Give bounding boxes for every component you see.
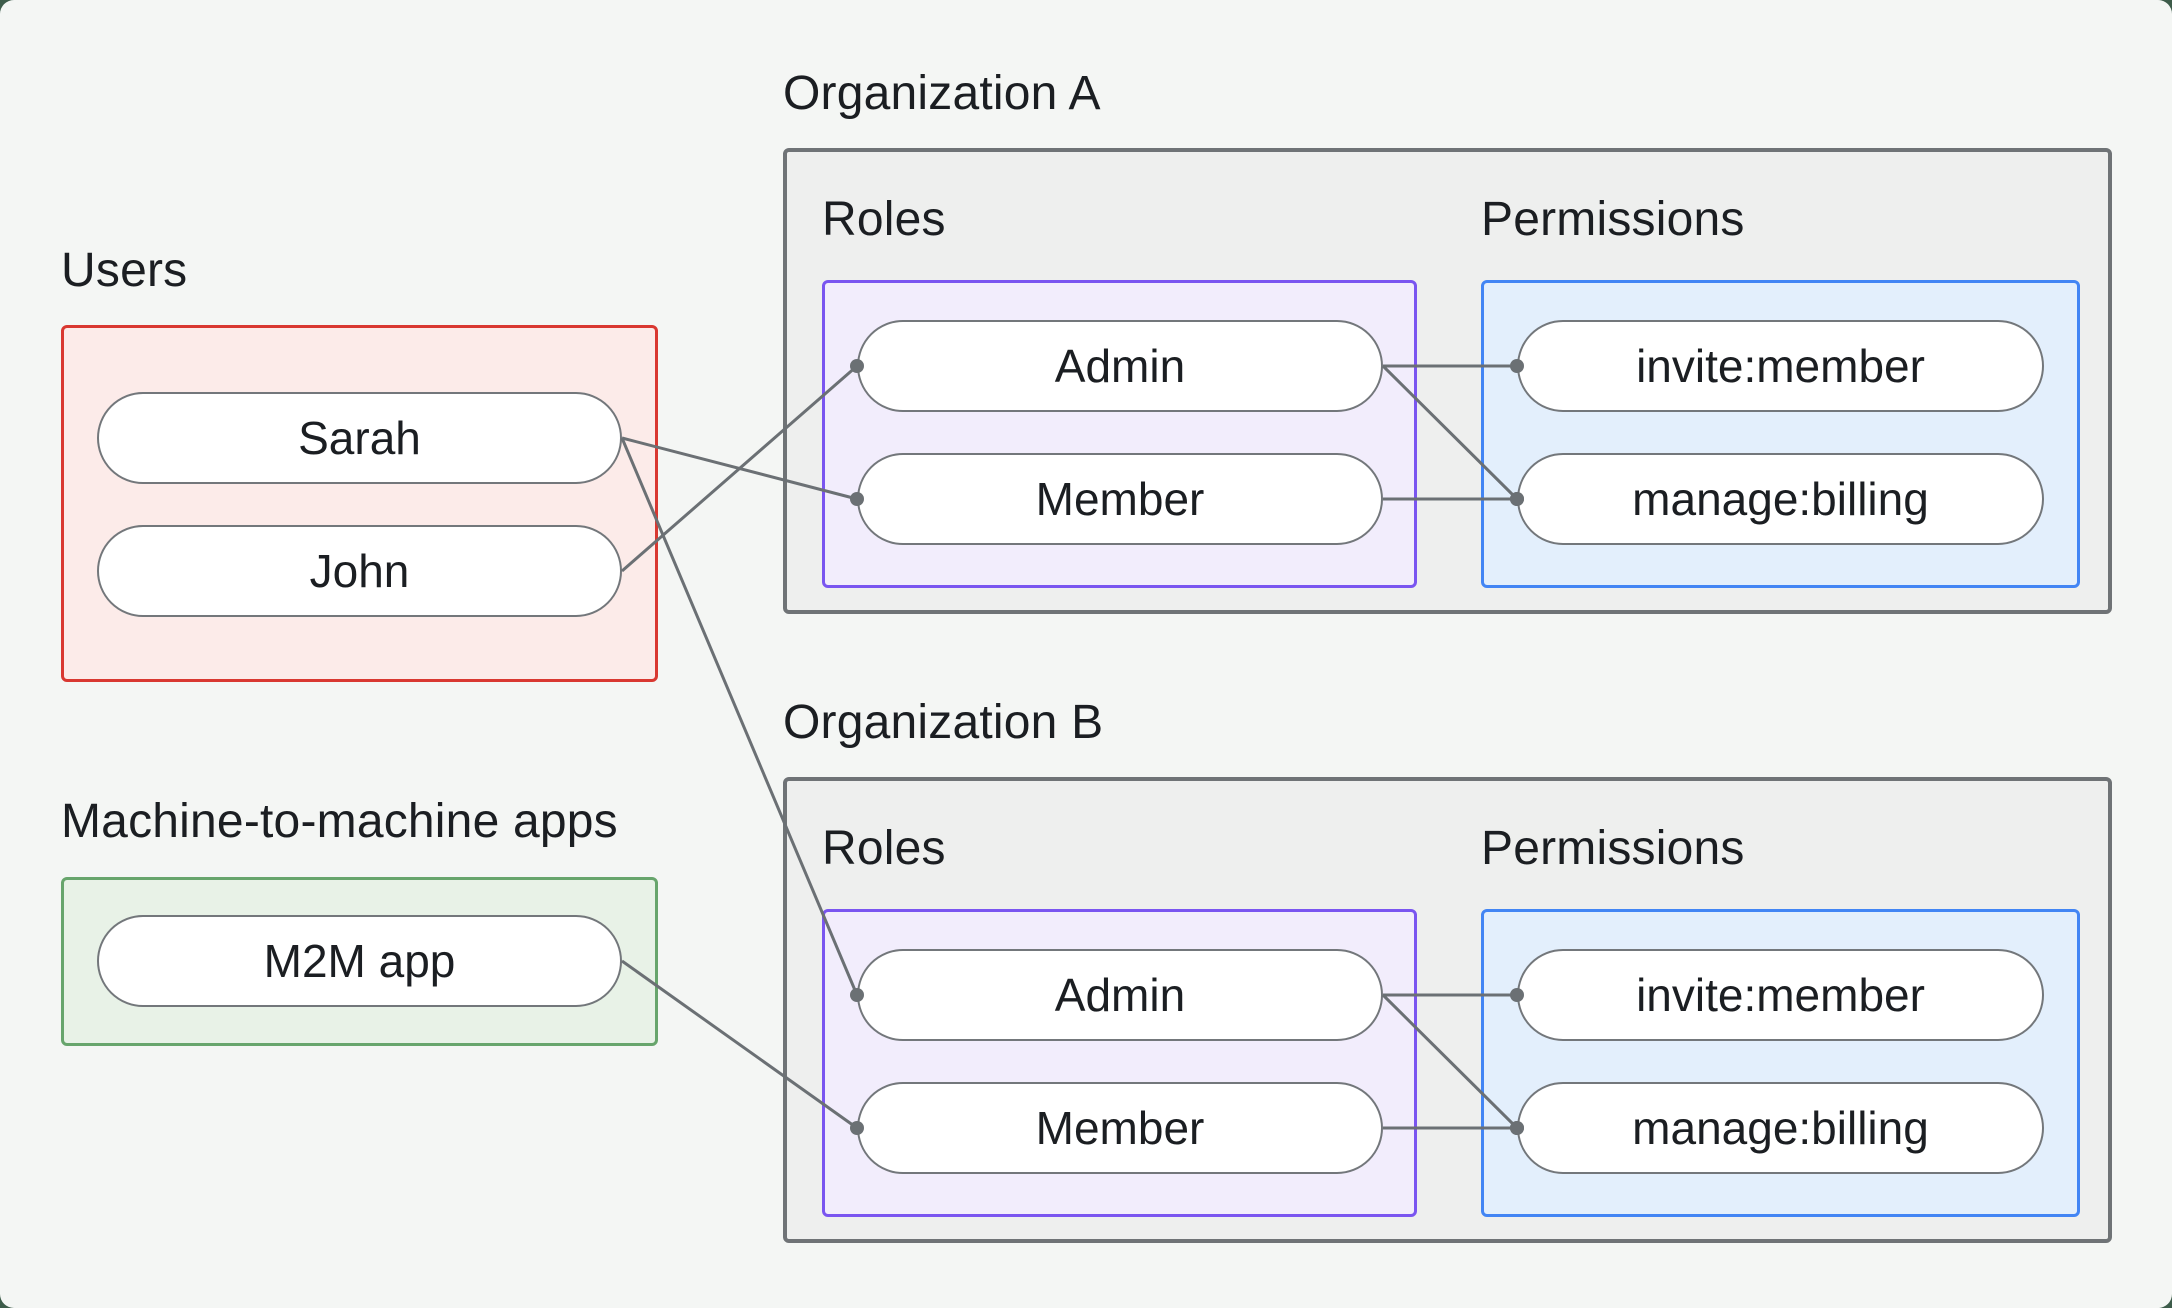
permission-node-manage-billing: manage:billing	[1517, 1082, 2044, 1174]
permission-node-invite-member: invite:member	[1517, 949, 2044, 1041]
permission-node-manage-billing-label: manage:billing	[1632, 1102, 1929, 1154]
role-node-admin-label: Admin	[1054, 969, 1186, 1021]
permission-node-invite-member-label: invite:member	[1636, 969, 1925, 1021]
role-node-member-label: Member	[1035, 1102, 1205, 1154]
user-node-john: John	[97, 525, 622, 617]
org-a-permissions-label: Permissions	[1481, 193, 1745, 246]
m2m-group-label: Machine-to-machine apps	[61, 795, 618, 848]
user-node-sarah: Sarah	[97, 392, 622, 484]
user-node-sarah-label: Sarah	[298, 412, 421, 464]
role-node-member-label: Member	[1035, 473, 1205, 525]
org-a-roles-label: Roles	[822, 193, 946, 246]
org-b-permissions-box: invite:member manage:billing	[1481, 909, 2080, 1217]
m2m-app-node-label: M2M app	[263, 935, 456, 987]
org-b-title: Organization B	[783, 696, 1104, 749]
role-node-member: Member	[857, 453, 1383, 545]
role-node-member: Member	[857, 1082, 1383, 1174]
permission-node-manage-billing: manage:billing	[1517, 453, 2044, 545]
m2m-group-box: M2M app	[61, 877, 658, 1046]
org-a-permissions-box: invite:member manage:billing	[1481, 280, 2080, 588]
users-group-label: Users	[61, 244, 188, 297]
org-b-container: Roles Permissions Admin Member invite:me…	[783, 777, 2112, 1243]
org-b-permissions-label: Permissions	[1481, 822, 1745, 875]
org-b-roles-box: Admin Member	[822, 909, 1417, 1217]
role-node-admin: Admin	[857, 320, 1383, 412]
users-group-box: Sarah John	[61, 325, 658, 682]
org-a-container: Roles Permissions Admin Member invite:me…	[783, 148, 2112, 614]
m2m-app-node: M2M app	[97, 915, 622, 1007]
org-a-title: Organization A	[783, 67, 1101, 120]
org-b-roles-label: Roles	[822, 822, 946, 875]
permission-node-manage-billing-label: manage:billing	[1632, 473, 1929, 525]
org-a-roles-box: Admin Member	[822, 280, 1417, 588]
permission-node-invite-member: invite:member	[1517, 320, 2044, 412]
role-node-admin-label: Admin	[1054, 340, 1186, 392]
permission-node-invite-member-label: invite:member	[1636, 340, 1925, 392]
role-node-admin: Admin	[857, 949, 1383, 1041]
user-node-john-label: John	[309, 545, 410, 597]
